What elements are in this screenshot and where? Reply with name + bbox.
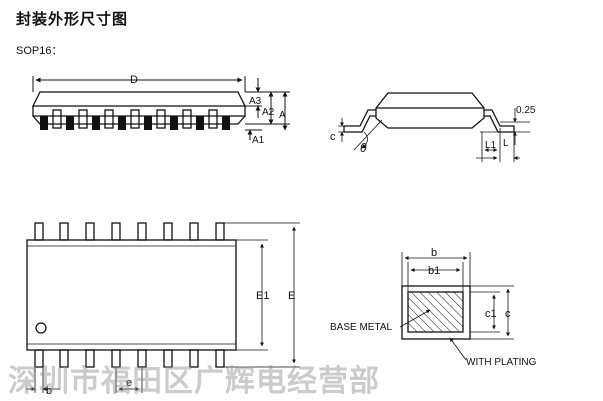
plating-outer xyxy=(401,285,471,340)
label-A: A xyxy=(279,110,286,121)
label-c-detail: c xyxy=(330,131,336,143)
label-E1: E1 xyxy=(256,290,269,302)
dimension-A-group xyxy=(245,78,290,140)
label-base-metal: BASE METAL xyxy=(330,322,392,333)
label-E: E xyxy=(288,290,295,302)
label-e: e xyxy=(126,377,132,389)
label-gauge-0.25: 0.25 xyxy=(516,105,536,116)
cross-section-view xyxy=(399,252,514,361)
lead-detail-view xyxy=(338,92,530,162)
label-D: D xyxy=(130,74,138,86)
label-c-section: c xyxy=(505,308,511,320)
label-A1: A1 xyxy=(252,135,265,146)
label-b-top: b xyxy=(46,385,52,397)
label-b-section: b xyxy=(431,247,437,259)
top-view xyxy=(26,222,300,393)
side-leads xyxy=(40,116,230,130)
top-leads-upper xyxy=(34,222,225,241)
label-b1: b1 xyxy=(428,265,440,277)
label-L: L xyxy=(503,138,509,149)
detail-lead-left xyxy=(343,109,376,133)
pin1-indicator xyxy=(35,322,47,334)
top-leads-lower xyxy=(34,349,225,368)
label-c1: c1 xyxy=(485,308,497,320)
page-title: 封装外形尺寸图 xyxy=(16,10,129,28)
base-metal xyxy=(407,291,464,333)
top-body xyxy=(26,239,237,351)
detail-lead-right xyxy=(484,109,515,133)
label-A3: A3 xyxy=(249,96,262,107)
detail-body xyxy=(375,92,485,129)
side-body-top xyxy=(31,91,247,107)
side-lead-outlines xyxy=(52,109,218,129)
side-view xyxy=(31,91,247,130)
label-theta: θ xyxy=(360,141,367,155)
package-label: SOP16： xyxy=(16,45,63,57)
dimension-D xyxy=(32,76,246,92)
watermark-text: 深圳市福田区广辉电经营部 xyxy=(8,364,380,399)
label-A2: A2 xyxy=(262,107,275,118)
label-with-plating: WITH PLATING xyxy=(466,357,537,368)
label-L1: L1 xyxy=(485,140,497,151)
